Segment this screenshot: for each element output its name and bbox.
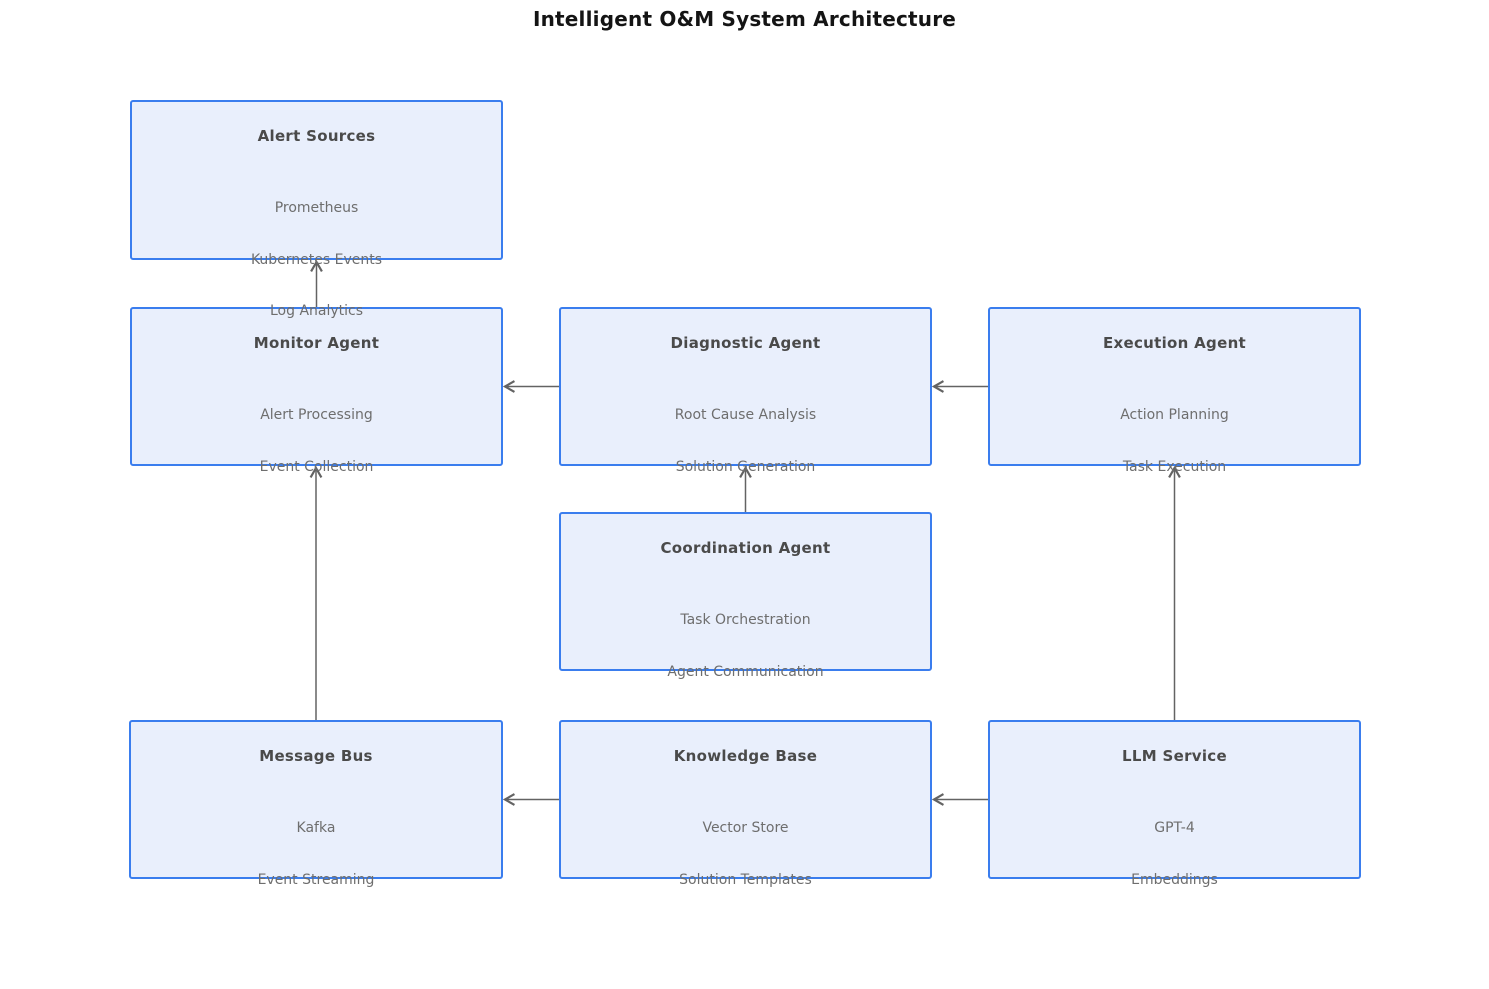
node-title: Execution Agent: [1102, 334, 1247, 352]
node-item: Solution Templates: [679, 872, 812, 888]
node-item: Solution Generation: [675, 459, 816, 475]
node-item: Event Streaming: [257, 872, 375, 888]
node-item: Alert Processing: [260, 407, 373, 423]
node-item: Event Collection: [259, 459, 374, 475]
node-item: Embeddings: [1131, 872, 1218, 888]
node-item: Kubernetes Events: [250, 252, 383, 268]
node-item: Log Analytics: [269, 303, 364, 319]
node-item: Task Execution: [1122, 459, 1227, 475]
page-title: Intelligent O&M System Architecture: [532, 7, 957, 31]
node-item: GPT-4: [1154, 820, 1195, 836]
node-item: Agent Communication: [667, 664, 824, 680]
node-item: Root Cause Analysis: [674, 407, 817, 423]
node-item: Vector Store: [702, 820, 789, 836]
node-title: Monitor Agent: [253, 334, 380, 352]
node-title: Diagnostic Agent: [670, 334, 821, 352]
node-item: Action Planning: [1120, 407, 1229, 423]
node-item: Kafka: [296, 820, 336, 836]
node-title: Alert Sources: [257, 127, 376, 145]
node-title: Message Bus: [259, 747, 373, 765]
node-item: Prometheus: [274, 200, 359, 216]
node-title: LLM Service: [1122, 747, 1227, 765]
node-title: Coordination Agent: [660, 539, 831, 557]
node-item: Task Orchestration: [680, 612, 811, 628]
node-title: Knowledge Base: [673, 747, 818, 765]
